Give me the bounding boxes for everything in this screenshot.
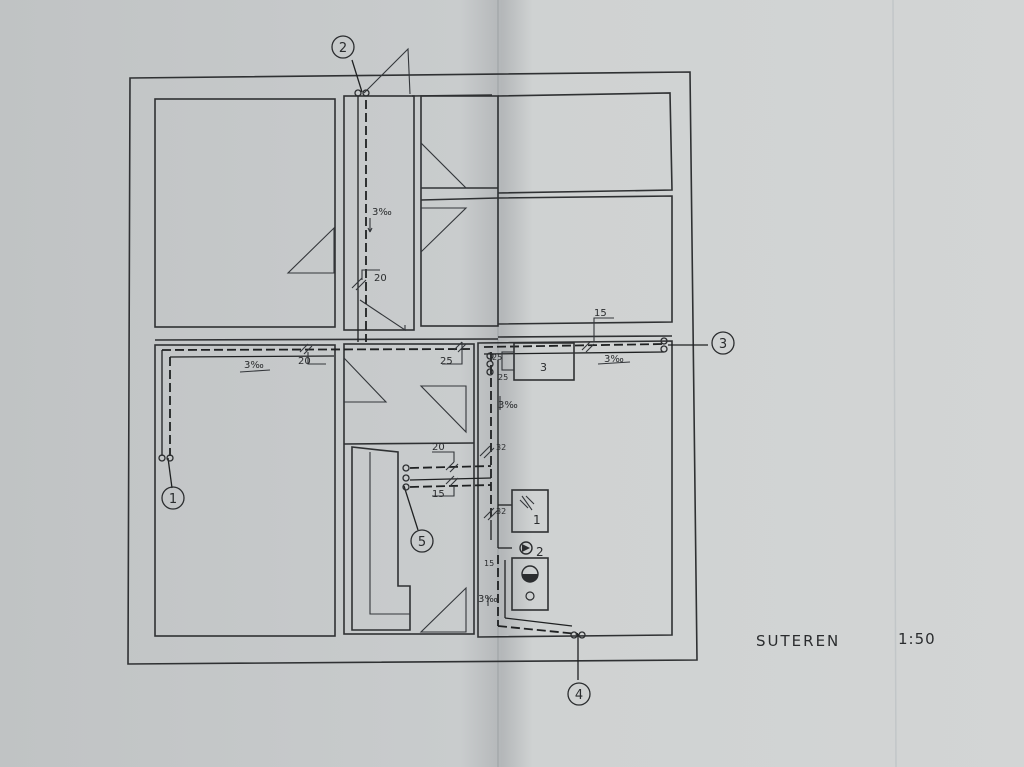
label-dia-25-a: 25 bbox=[492, 353, 502, 362]
marker-4-label: 4 bbox=[575, 688, 583, 703]
water-heater bbox=[511, 557, 549, 611]
label-slope-bottom: 3‰ bbox=[478, 594, 498, 605]
marker-1-label: 1 bbox=[169, 492, 177, 507]
pipe-ends bbox=[158, 89, 668, 639]
marker-3-label: 3 bbox=[719, 337, 727, 352]
label-dia-25-b: 25 bbox=[498, 373, 508, 382]
room-walls bbox=[154, 92, 673, 638]
label-dia-25-mid: 25 bbox=[440, 356, 453, 367]
marker-2-label: 2 bbox=[339, 41, 347, 56]
pump-box bbox=[501, 351, 515, 371]
label-dia-20-riser: 20 bbox=[374, 273, 387, 284]
door-swings bbox=[286, 47, 468, 633]
label-equip-3: 3 bbox=[540, 361, 547, 374]
pipe-size-ticks bbox=[299, 277, 595, 521]
drawing-title: SUTEREN 1:50 bbox=[756, 630, 936, 650]
scale-label: 1:50 bbox=[898, 630, 936, 648]
label-dia-32: 32 bbox=[496, 443, 506, 452]
slope-arrows bbox=[239, 218, 631, 606]
label-equip-2: 2 bbox=[536, 545, 544, 559]
label-slope-riser: 3‰ bbox=[372, 207, 392, 218]
marker-2-circle bbox=[331, 35, 355, 59]
markers: 1 2 3 4 5 bbox=[161, 35, 735, 706]
annotation-labels: 3‰ 3‰ 3‰ 3‰ 3‰ 20 20 25 15 25 25 32 20 1… bbox=[244, 207, 624, 605]
label-dia-15-lower: 15 bbox=[484, 559, 494, 568]
label-dia-15-branch: 15 bbox=[432, 489, 445, 500]
boiler-1 bbox=[511, 489, 549, 533]
leader-lines bbox=[307, 269, 614, 497]
label-dia-20-branch: 20 bbox=[432, 442, 445, 453]
label-dia-32-lower: 32 bbox=[496, 507, 506, 516]
marker-5-circle bbox=[410, 529, 434, 553]
label-dia-20-left: 20 bbox=[298, 356, 311, 367]
title-label: SUTEREN bbox=[756, 632, 840, 650]
label-slope-top-left: 3‰ bbox=[244, 360, 264, 371]
equipment bbox=[501, 342, 575, 611]
label-slope-vertical: 3‰ bbox=[498, 400, 518, 411]
paper-edge bbox=[892, 0, 897, 767]
marker-5-label: 5 bbox=[418, 535, 426, 550]
pump-2-symbol bbox=[519, 541, 533, 555]
label-equip-1: 1 bbox=[533, 513, 541, 527]
label-slope-top-right: 3‰ bbox=[604, 354, 624, 365]
marker-1-circle bbox=[161, 486, 185, 510]
label-dia-15-top: 15 bbox=[594, 308, 607, 319]
marker-3-circle bbox=[711, 331, 735, 355]
marker-4-circle bbox=[567, 682, 591, 706]
